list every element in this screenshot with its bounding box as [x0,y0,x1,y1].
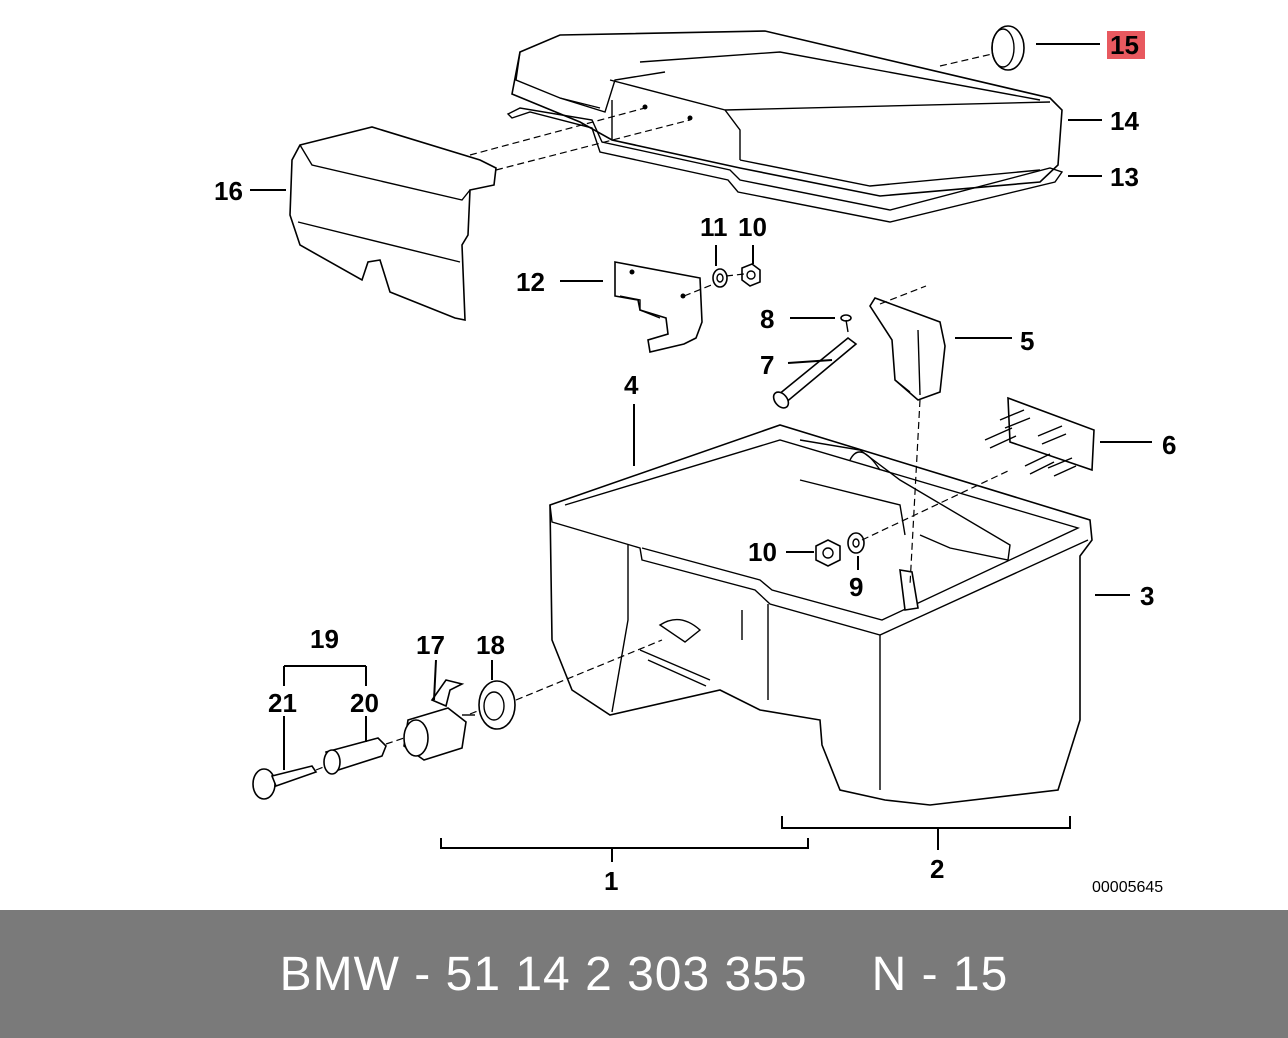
callout-8: 8 [760,304,774,334]
callout-21: 21 [268,688,297,718]
cover-part-16 [289,126,497,321]
insert-part-20 [323,737,387,775]
callout-13: 13 [1110,162,1139,192]
leader-lines [250,43,1152,862]
callout-15: 15 [1110,30,1139,60]
callout-1: 1 [604,866,618,896]
callout-16: 16 [214,176,243,206]
gasket-part-13 [506,107,1064,223]
callout-9: 9 [849,572,863,602]
lock-cylinder-part-17 [403,679,475,761]
rod-part-7 [772,336,858,409]
key-part-21 [252,765,318,800]
callout-12: 12 [516,267,545,297]
callout-4: 4 [624,370,639,400]
ring-part-18 [478,680,516,730]
callout-2: 2 [930,854,944,884]
bracket-part-5 [869,297,946,401]
washer-part-15 [991,25,1025,71]
callout-17: 17 [416,630,445,660]
washer-part-9 [847,532,865,554]
callout-14: 14 [1110,106,1139,136]
highlight-box-15 [1107,31,1145,59]
callout-20: 20 [350,688,379,718]
hinge-part-12 [614,261,703,353]
washer-part-11 [712,268,728,288]
nut-part-10-lower [815,539,841,567]
reference-number-text: N - 15 [871,947,1009,1001]
callout-10-upper: 10 [738,212,767,242]
callout-11: 11 [700,212,728,242]
callout-19: 19 [310,624,339,654]
drawing-number: 00005645 [1092,879,1163,896]
screw-part-8 [840,314,852,333]
part-number-caption: BMW - 51 14 2 303 355 N - 15 [0,910,1288,1038]
callout-10-lower: 10 [748,537,777,567]
part-number-text: BMW - 51 14 2 303 355 [279,947,808,1001]
exploded-view-drawing: 15 14 13 16 12 11 10 8 7 5 6 4 3 10 9 17… [214,25,1176,896]
callout-5: 5 [1020,326,1034,356]
nut-part-10-upper [741,263,761,287]
lid-part-14 [511,30,1063,197]
case-part-3 [549,424,1093,806]
stud-plate-part-6 [984,396,1095,477]
callout-7: 7 [760,350,774,380]
callout-3: 3 [1140,581,1154,611]
parts-diagram: 15 14 13 16 12 11 10 8 7 5 6 4 3 10 9 17… [214,25,1176,896]
callout-6: 6 [1162,430,1176,460]
callout-18: 18 [476,630,505,660]
callout-labels: 15 14 13 16 12 11 10 8 7 5 6 4 3 10 9 17… [214,30,1176,896]
assembly-lines [315,53,1011,771]
